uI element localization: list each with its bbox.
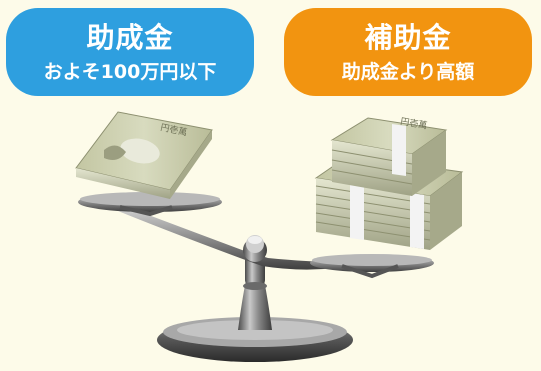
single-banknote-stack-icon: 円壱萬 [75, 111, 213, 199]
subsidy-label-box: 助成金 およそ100万円以下 [6, 8, 254, 96]
grant-title: 補助金 [364, 21, 452, 54]
grant-subtitle: 助成金より高額 [341, 61, 475, 83]
grant-label-box: 補助金 助成金より高額 [284, 8, 532, 96]
subsidy-title: 助成金 [86, 21, 174, 54]
left-scale-pan [78, 192, 222, 217]
money-pile-icon: 円壱萬 [314, 115, 464, 250]
right-scale-pan [310, 254, 434, 279]
subsidy-subtitle: およそ100万円以下 [43, 61, 217, 83]
